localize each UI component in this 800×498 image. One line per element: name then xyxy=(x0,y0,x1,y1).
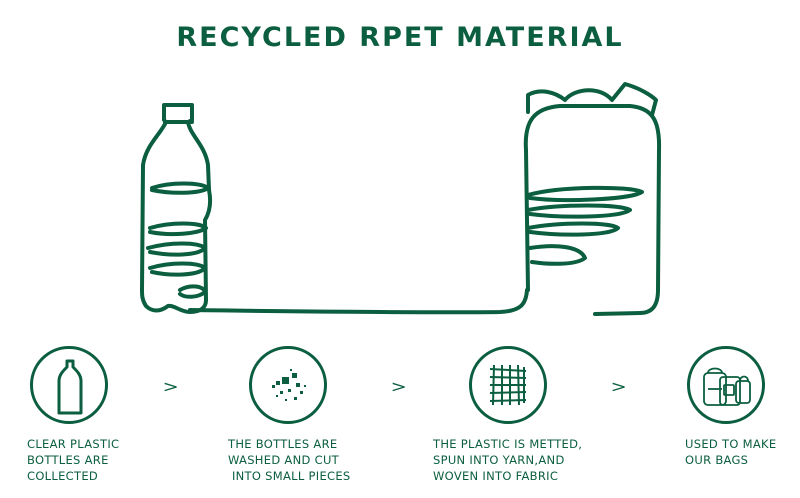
step-collect-caption: CLEAR PLASTIC BOTTLES ARE COLLECTED xyxy=(27,437,120,483)
bottle-swirl-icon xyxy=(146,181,210,299)
step-wash-caption: THE BOTTLES ARE WASHED AND CUT INTO SMAL… xyxy=(228,437,351,483)
backpack-handles-icon xyxy=(526,82,658,117)
fiber-line-icon xyxy=(188,288,529,315)
step-weave-circle xyxy=(469,346,547,424)
shredded-pieces-icon xyxy=(272,369,306,401)
backpack-outline-icon xyxy=(523,104,662,316)
step-bags-circle xyxy=(687,346,765,424)
bottle-icon xyxy=(57,359,83,415)
step-wash-circle xyxy=(249,346,327,424)
step-separator-3: > xyxy=(610,377,627,396)
woven-fabric-icon xyxy=(489,364,527,406)
page-title: RECYCLED RPET MATERIAL xyxy=(176,22,624,53)
step-bags-caption: USED TO MAKE OUR BAGS xyxy=(685,437,777,467)
bottle-outline-icon xyxy=(140,103,213,314)
bottle-to-backpack-illustration xyxy=(140,82,662,316)
step-weave-caption: THE PLASTIC IS METTED, SPUN INTO YARN,AN… xyxy=(433,437,583,483)
step-separator-1: > xyxy=(162,377,179,396)
step-collect-circle xyxy=(30,346,108,424)
step-separator-2: > xyxy=(390,377,407,396)
backpack-swirl-icon xyxy=(526,185,644,266)
bags-icon xyxy=(703,367,751,406)
